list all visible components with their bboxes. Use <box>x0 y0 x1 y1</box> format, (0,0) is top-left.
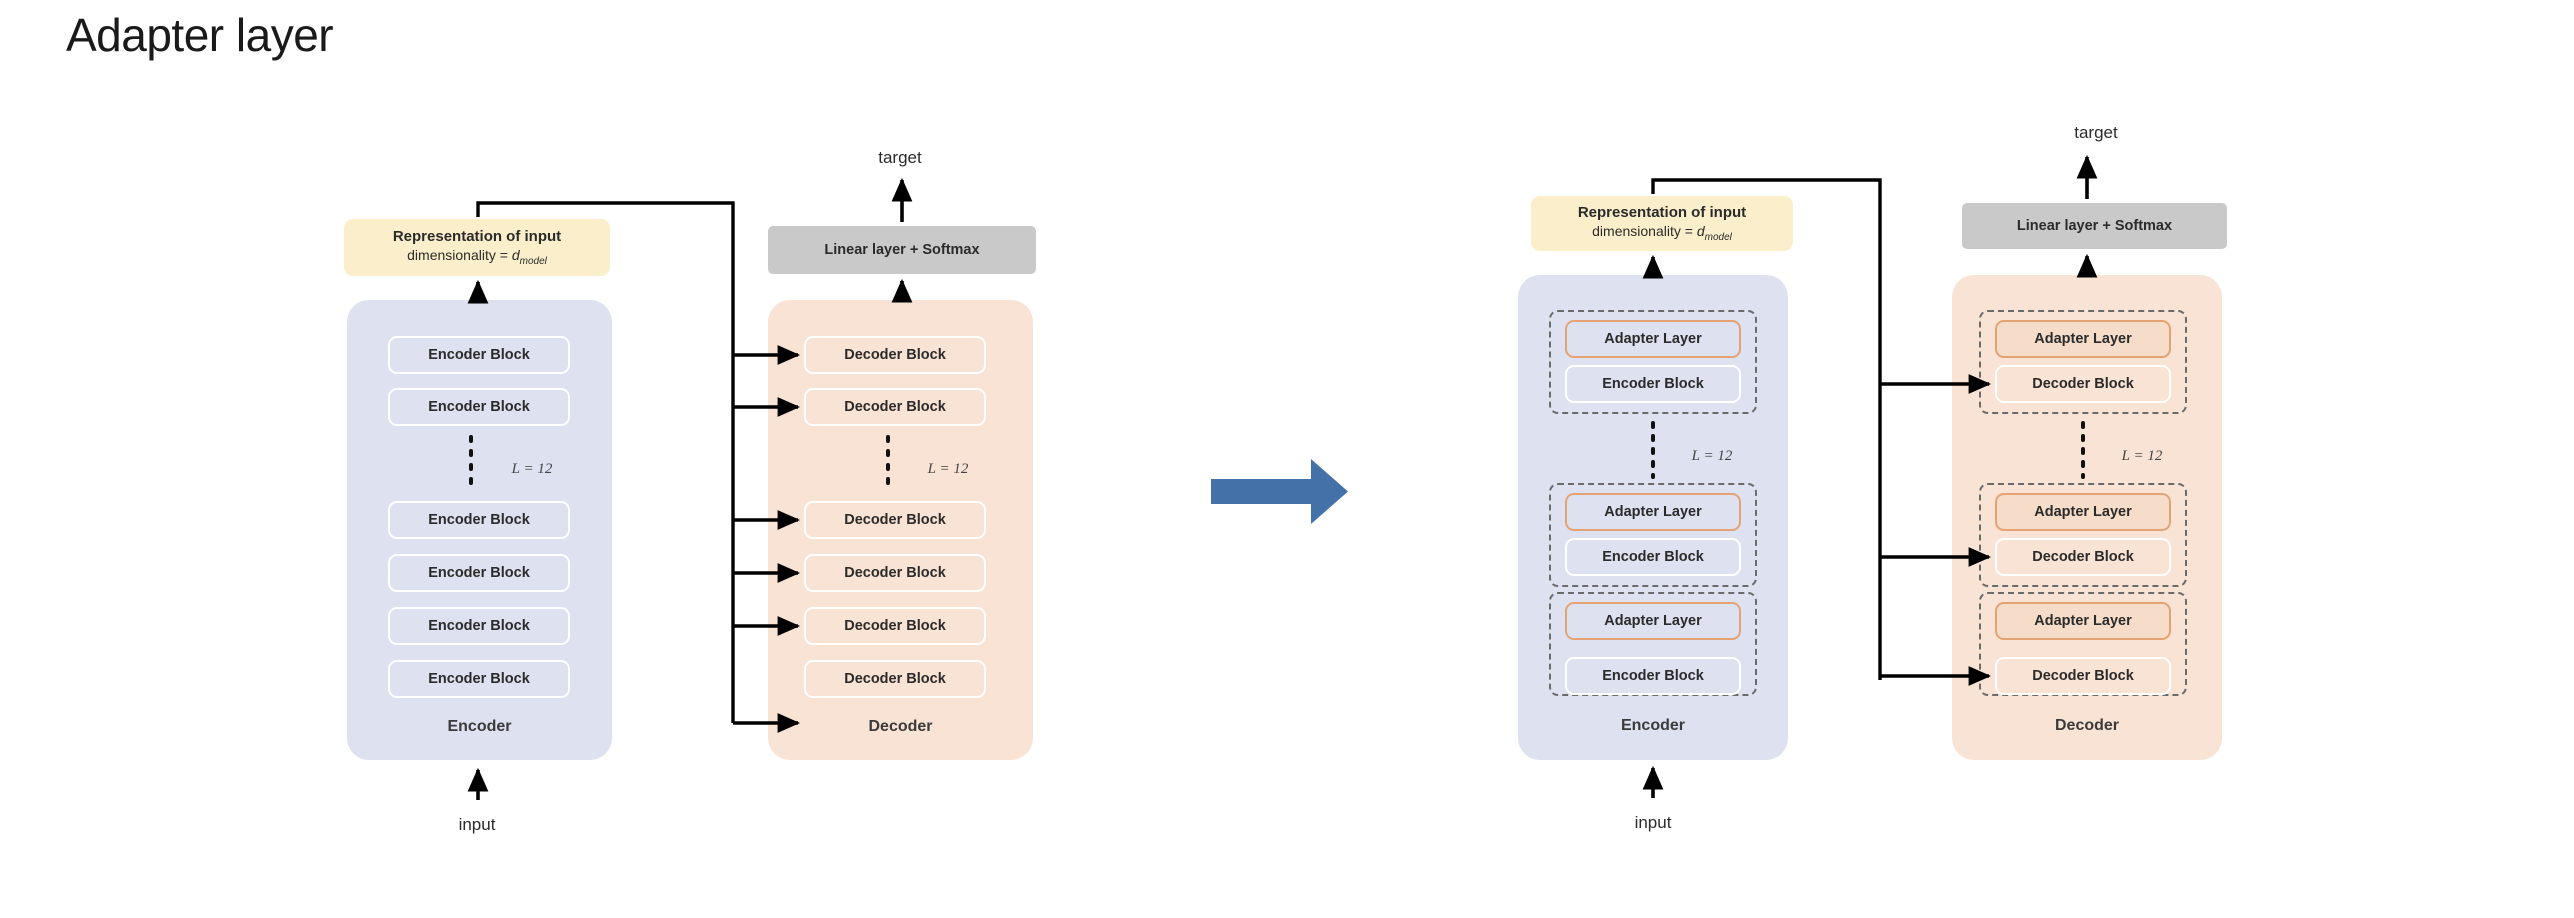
decoder-block: Decoder Block <box>804 336 986 374</box>
decoder-block: Decoder Block <box>804 388 986 426</box>
input-label-left: input <box>458 815 496 834</box>
adapter-decoder-group <box>1979 483 2187 587</box>
decoder-block: Decoder Block <box>804 660 986 698</box>
adapter-layer: Adapter Layer <box>1565 602 1741 640</box>
decoder-block: Decoder Block <box>804 554 986 592</box>
decoder-block: Decoder Block <box>804 501 986 539</box>
encoder-panel-label-right: Encoder <box>1620 717 1685 734</box>
page-title: Adapter layer <box>66 9 334 61</box>
target-label-right: target <box>2074 123 2118 142</box>
adapter-layer: Adapter Layer <box>1995 602 2171 640</box>
adapter-layer: Adapter Layer <box>1995 320 2171 358</box>
encoder-block: Encoder Block <box>1565 657 1741 695</box>
decoder-block: Decoder Block <box>1995 365 2171 403</box>
representation-box-right: Representation of input dimensionality =… <box>1531 196 1793 251</box>
encoder-block: Encoder Block <box>1565 365 1741 403</box>
decoder-block: Decoder Block <box>804 607 986 645</box>
softmax-box-right: Linear layer + Softmax <box>1962 203 2227 249</box>
target-label-left: target <box>878 148 922 167</box>
input-label-right: input <box>1634 813 1672 832</box>
depth-label-encoder-right: L = 12 <box>1691 447 1733 464</box>
adapter-layer: Adapter Layer <box>1995 493 2171 531</box>
decoder-panel-label-right: Decoder <box>2054 717 2120 734</box>
depth-label-decoder-left: L = 12 <box>927 460 969 477</box>
decoder-block: Decoder Block <box>1995 657 2171 695</box>
decoder-block: Decoder Block <box>1995 538 2171 576</box>
decoder-panel-label-left: Decoder <box>868 718 933 735</box>
encoder-block: Encoder Block <box>1565 538 1741 576</box>
adapter-decoder-group <box>1979 310 2187 414</box>
depth-label-decoder-right: L = 12 <box>2121 447 2163 464</box>
adapter-layer: Adapter Layer <box>1565 493 1741 531</box>
representation-subtitle-right: dimensionality = dmodel <box>1592 223 1732 244</box>
adapter-layer: Adapter Layer <box>1565 320 1741 358</box>
adapter-decoder-group <box>1979 592 2187 696</box>
representation-title-right: Representation of input <box>1577 204 1747 222</box>
softmax-box-left: Linear layer + Softmax <box>768 226 1036 274</box>
